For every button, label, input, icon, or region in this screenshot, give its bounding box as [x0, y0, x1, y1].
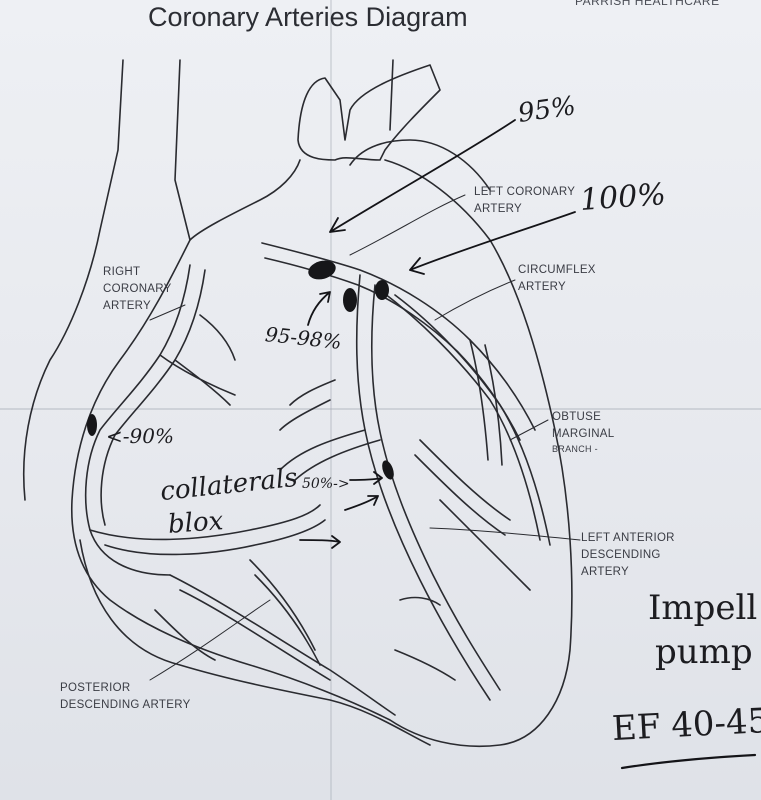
label-line: POSTERIOR [60, 682, 131, 694]
pulmonary-outline [349, 139, 491, 191]
heart-lower-outline [79, 539, 431, 746]
vena-cava-outline [22, 59, 124, 501]
note-pump: pump [655, 632, 753, 672]
label-circumflex-artery: CIRCUMFLEX ARTERY [518, 262, 596, 296]
label-line: ARTERY [581, 566, 630, 578]
label-line: DESCENDING ARTERY [60, 699, 191, 711]
diagonal-branch [279, 429, 381, 481]
septal-branch [279, 379, 336, 431]
label-line: DESCENDING [581, 549, 661, 561]
label-line: BRANCH - [552, 444, 598, 454]
label-line: ARTERY [518, 281, 567, 293]
diagram-title: Coronary Arteries Diagram [148, 2, 468, 32]
diagonal-branch [414, 439, 511, 536]
label-line: LEFT CORONARY [474, 186, 576, 198]
label-left-anterior-descending-artery: LEFT ANTERIOR DESCENDING ARTERY [581, 530, 675, 581]
blockage-mark-left-main [308, 260, 336, 280]
label-line: CORONARY [103, 283, 172, 295]
label-left-coronary-artery: LEFT CORONARY ARTERY [474, 184, 575, 218]
arrow-collaterals [299, 535, 341, 549]
note-100-percent: 100% [578, 177, 667, 218]
leader-line-obtuse [509, 419, 549, 441]
arrow-95-top [329, 119, 516, 233]
left-vessel-outline [174, 59, 191, 241]
pda-branch [169, 574, 396, 716]
aorta-outline [297, 64, 441, 161]
arrow-95-98 [307, 291, 331, 326]
blockage-mark-circumflex [375, 280, 389, 300]
brand-text: PARRISH HEALTHCARE [575, 0, 720, 8]
label-right-coronary-artery: RIGHT CORONARY ARTERY [103, 264, 172, 315]
arrow-50 [349, 471, 383, 485]
label-line: LEFT ANTERIOR [581, 532, 675, 544]
blockage-mark-left-main [343, 288, 357, 312]
right-vessel-outline [389, 59, 394, 131]
leader-line-lad [429, 527, 581, 541]
note-impella: Impell [648, 588, 758, 628]
arrow-collaterals-2 [344, 495, 379, 511]
leader-line-rca [149, 304, 186, 321]
circumflex-artery [379, 289, 541, 541]
label-obtuse-marginal-branch: OBTUSE MARGINAL BRANCH - [552, 409, 614, 455]
rca-branch [159, 354, 236, 406]
septal-branch [394, 596, 456, 681]
left-main-artery [261, 242, 536, 431]
paper-fold [0, 408, 761, 410]
label-line: MARGINAL [552, 428, 615, 440]
note-50-percent: 50%-> [302, 476, 350, 492]
heart-outline [70, 159, 573, 748]
label-posterior-descending-artery: POSTERIOR DESCENDING ARTERY [60, 680, 191, 714]
label-line: RIGHT [103, 266, 141, 278]
lad-artery-inner [370, 284, 501, 691]
ef-underline [620, 753, 757, 770]
arrow-100 [409, 211, 576, 275]
label-line: ARTERY [103, 300, 152, 312]
label-line: OBTUSE [552, 411, 602, 423]
leader-line-circumflex [434, 279, 516, 321]
pda-branch [154, 609, 216, 661]
label-line: ARTERY [474, 203, 523, 215]
circumflex-artery-inner [394, 294, 551, 546]
pda-branch [249, 559, 321, 666]
blockage-mark-lad [382, 460, 394, 480]
note-blox: blox [167, 506, 225, 540]
label-line: CIRCUMFLEX [518, 264, 596, 276]
leader-line-posterior [149, 599, 271, 681]
blockage-mark-rca [87, 414, 97, 436]
right-coronary-artery [84, 264, 191, 576]
note-90-percent: <-90% [106, 424, 174, 448]
note-ejection-fraction: EF 40-45 [611, 700, 761, 750]
leader-line-left-coronary [349, 194, 466, 256]
posterior-descending-artery [89, 504, 326, 556]
obtuse-marginal-branch [469, 339, 503, 466]
right-coronary-artery-inner [100, 269, 206, 526]
rca-branch [199, 314, 236, 361]
paper-fold [330, 0, 332, 800]
diagonal-branch [439, 499, 531, 591]
lad-artery [355, 274, 491, 701]
